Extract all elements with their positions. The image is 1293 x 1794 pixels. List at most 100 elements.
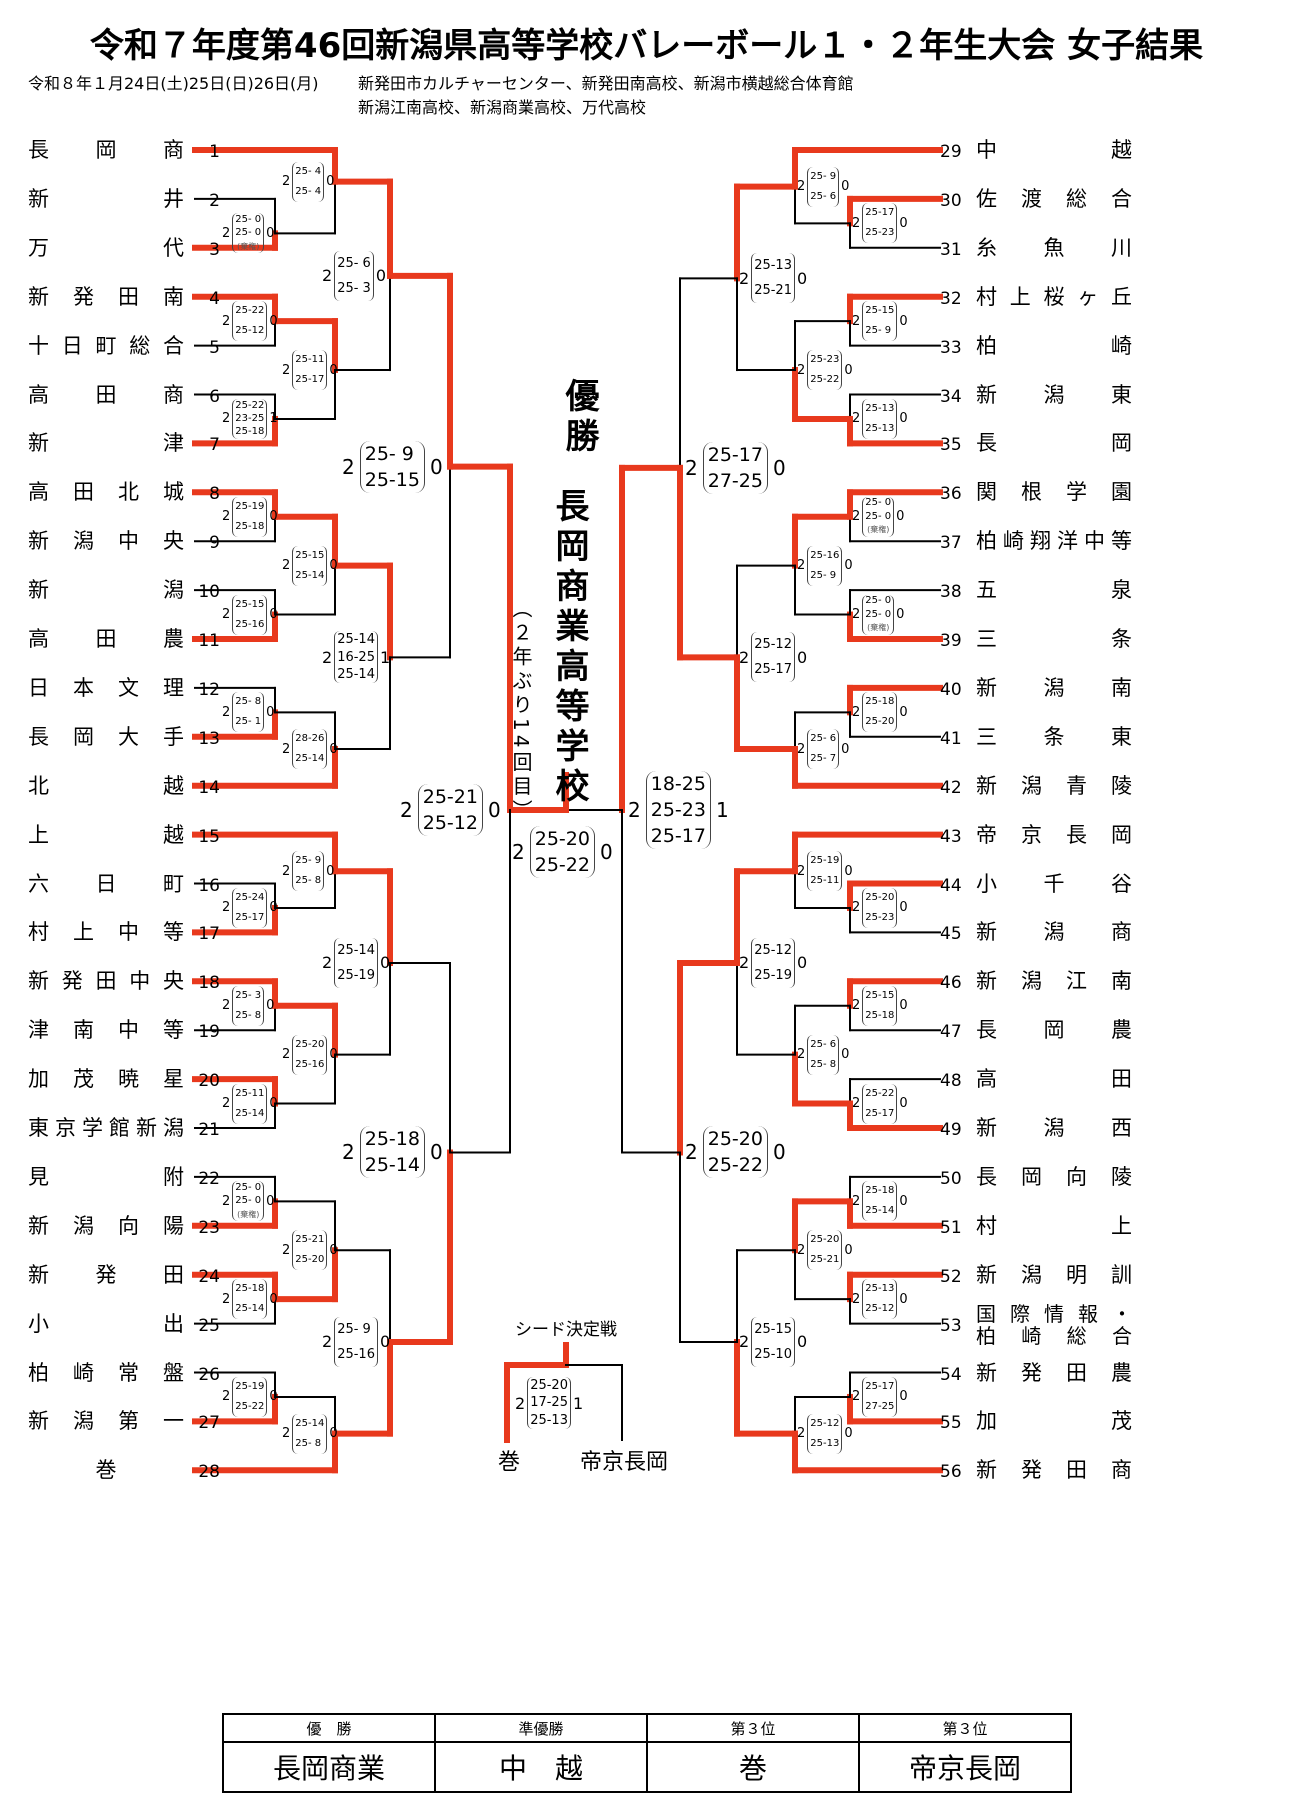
- sets-lost: 0: [841, 1047, 850, 1063]
- set-score: 25-12: [422, 812, 478, 834]
- team-number: 53: [940, 1315, 962, 1336]
- sets-won: 2: [852, 509, 861, 525]
- forfeit-note: (棄権): [237, 241, 260, 251]
- sets-won: 2: [797, 1242, 806, 1258]
- set-score: 25-18: [235, 426, 265, 438]
- sets-won: 2: [322, 266, 333, 286]
- sets-lost: 0: [269, 1291, 278, 1307]
- set-score: 25-15: [364, 468, 420, 491]
- sets-lost: 1: [572, 1393, 584, 1413]
- team-name: 高田: [976, 1067, 1132, 1092]
- team-name: 糸魚川: [976, 235, 1132, 260]
- set-score: 25-21: [422, 786, 478, 808]
- sets-lost: 0: [796, 647, 808, 667]
- team-name: 新潟商: [976, 920, 1132, 945]
- set-score: 25-20: [534, 828, 590, 850]
- sets-lost: 0: [329, 1047, 338, 1063]
- set-score: 25-18: [865, 696, 895, 708]
- sets-won: 2: [282, 863, 291, 879]
- sets-lost: 1: [269, 411, 278, 427]
- sets-won: 2: [797, 1047, 806, 1063]
- set-score: 25-15: [865, 305, 895, 317]
- sets-lost: 0: [269, 1096, 278, 1112]
- set-score: 25-12: [810, 1417, 840, 1429]
- set-score: 25-17: [235, 911, 265, 923]
- set-score: 17-25: [530, 1395, 568, 1411]
- team-number: 47: [940, 1022, 962, 1043]
- team-name: 新潟南: [976, 675, 1132, 700]
- team-number: 11: [198, 631, 220, 651]
- team-number: 29: [940, 142, 962, 162]
- set-scores: 25-20 25-22: [529, 826, 595, 878]
- set-score: 25- 8: [235, 696, 262, 708]
- team-name: 新潟明訓: [976, 1262, 1132, 1287]
- set-score: 25-17: [865, 1107, 895, 1119]
- team-name: 巻: [95, 1458, 117, 1483]
- sets-lost: 0: [844, 362, 853, 378]
- team-name: 新発田南: [28, 284, 184, 309]
- team-name: 三条: [976, 627, 1132, 651]
- team-name: 佐渡総合: [976, 186, 1132, 211]
- sets-won: 2: [739, 953, 750, 973]
- sets-lost: 0: [487, 798, 501, 822]
- set-score: 25-11: [810, 875, 840, 887]
- sets-won: 2: [342, 1140, 355, 1165]
- sets-won: 2: [797, 1426, 806, 1442]
- sets-won: 2: [282, 362, 291, 378]
- team-name: 新潟江南: [976, 969, 1132, 994]
- team-number: 46: [940, 973, 962, 994]
- set-score: 25-13: [810, 1437, 840, 1449]
- sets-lost: 0: [796, 953, 808, 973]
- set-score: 25-11: [235, 1087, 265, 1099]
- team-name: 長岡農: [976, 1018, 1132, 1043]
- set-score: 25- 8: [295, 1437, 322, 1449]
- set-score: 25-22: [534, 854, 590, 876]
- sets-lost: 0: [844, 558, 853, 574]
- team-name: 新潟向陽: [28, 1213, 184, 1238]
- set-score: 25-14: [295, 753, 325, 765]
- sets-won: 2: [322, 953, 333, 973]
- sets-won: 2: [852, 1096, 861, 1112]
- champion-label: 優勝: [559, 378, 599, 458]
- team-name: 新井: [28, 186, 184, 211]
- set-score: 25- 9: [295, 855, 322, 867]
- sets-lost: 0: [896, 607, 905, 623]
- set-score: 25-19: [235, 1380, 265, 1392]
- set-score: 25-20: [865, 891, 895, 903]
- set-score: 25-18: [235, 1283, 265, 1295]
- sets-won: 2: [342, 454, 355, 479]
- set-score: 28-26: [295, 733, 325, 745]
- team-name: 新潟東: [976, 382, 1132, 407]
- sets-won: 2: [282, 1426, 291, 1442]
- team-number: 1: [209, 142, 220, 162]
- team-number: 14: [198, 777, 220, 798]
